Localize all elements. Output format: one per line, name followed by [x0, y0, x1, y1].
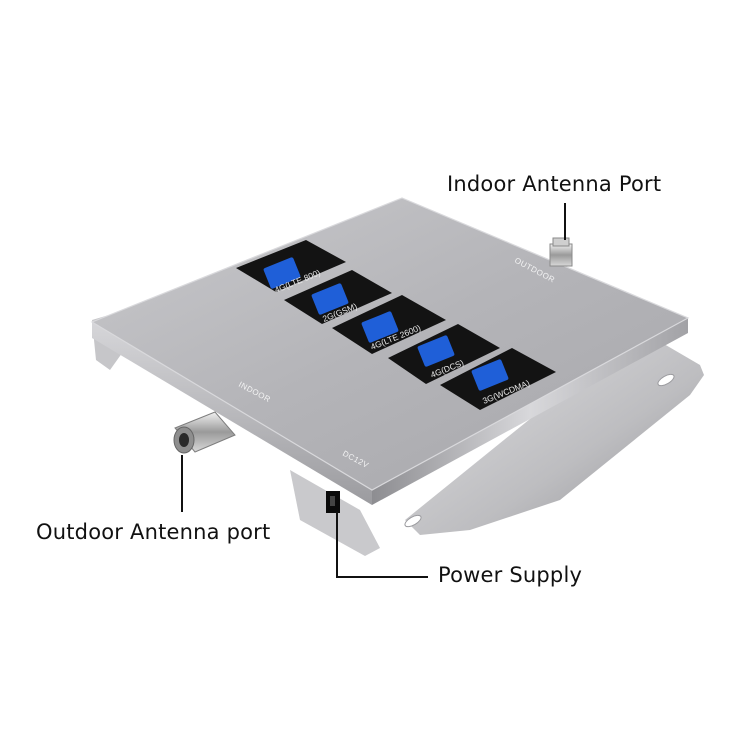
- outdoor-antenna-connector: [173, 411, 236, 454]
- housing-side-left: [92, 322, 372, 505]
- band-plate-4: 4G(DCS): [388, 324, 500, 384]
- indoor-antenna-connector: [549, 237, 573, 267]
- housing-side-right: [372, 318, 688, 505]
- signal-indicator-icon: [263, 257, 301, 289]
- callout-lines: [181, 203, 566, 578]
- power-supply-label: Power Supply: [438, 563, 583, 587]
- signal-indicator-icon: [361, 311, 399, 343]
- outdoor-antenna-port-label: Outdoor Antenna port: [36, 520, 271, 544]
- signal-indicator-icon: [417, 335, 455, 367]
- indoor-antenna-port-label: Indoor Antenna Port: [447, 172, 662, 196]
- mounting-flange-right: [405, 330, 704, 535]
- band-labels: 4G(LTE 800) 2G(GSM) 4G(LTE 2600) 4G(DCS): [236, 240, 556, 410]
- power-jack: [326, 491, 340, 513]
- signal-indicator-icon: [311, 283, 349, 315]
- mounting-slots: [404, 373, 675, 528]
- signal-indicator-icon: [471, 359, 509, 391]
